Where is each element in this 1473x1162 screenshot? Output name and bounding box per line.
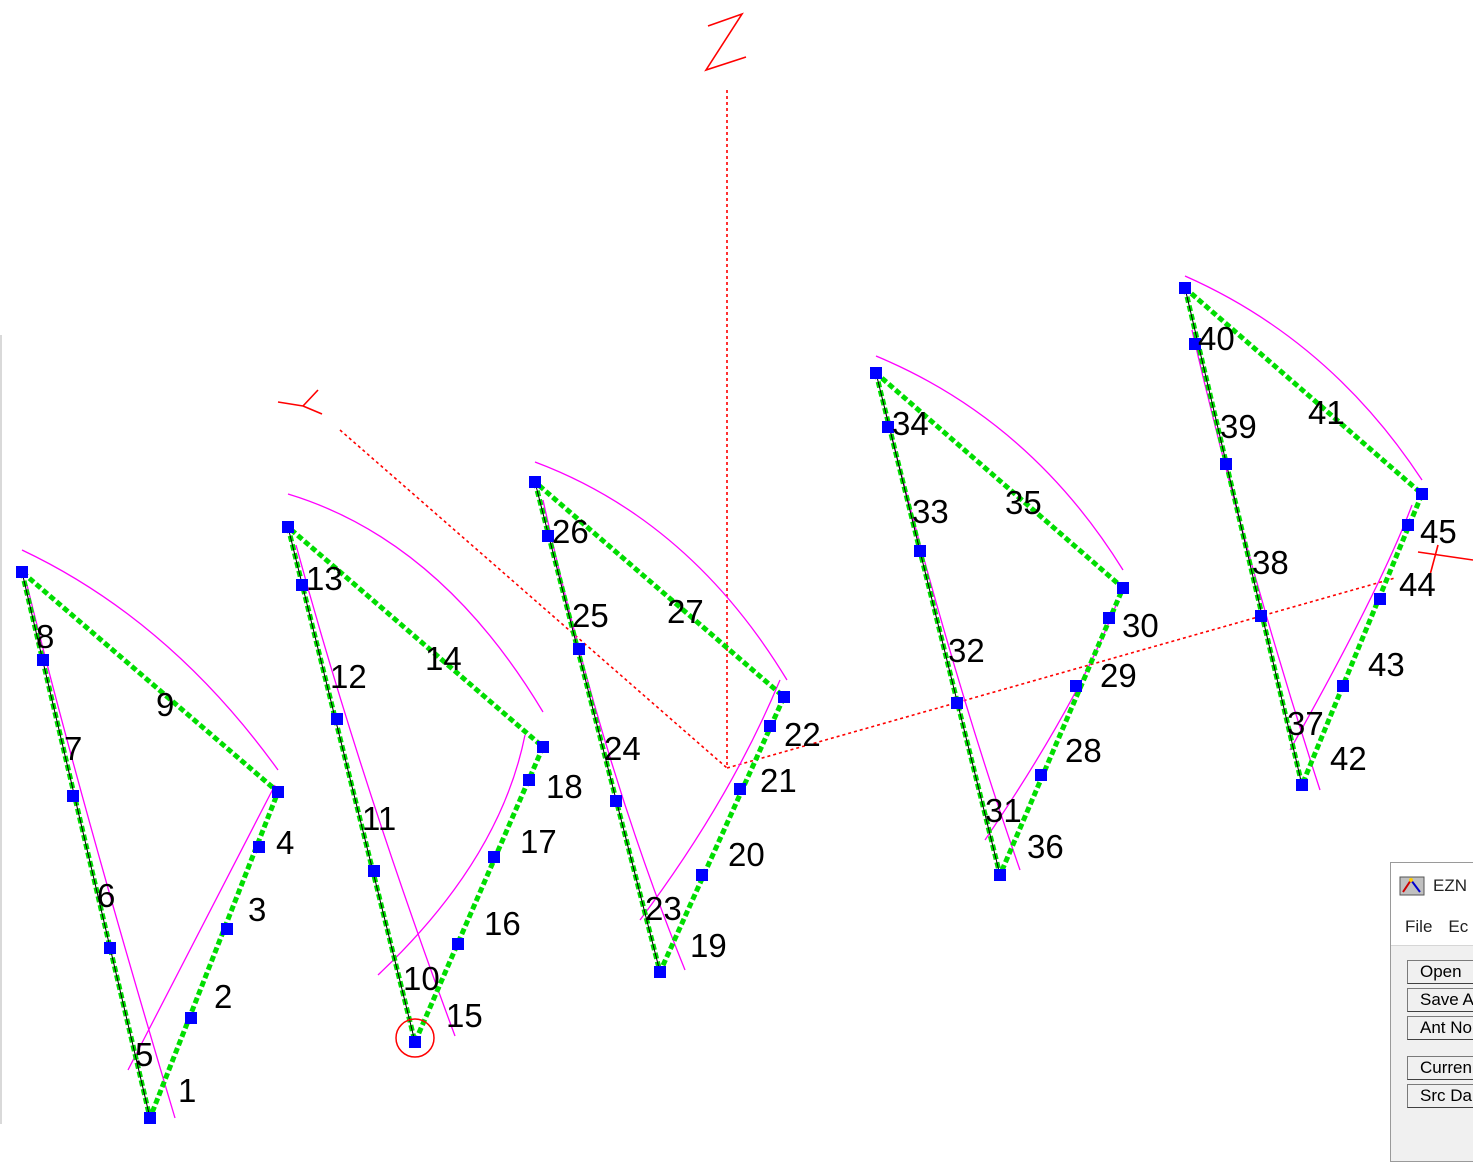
wire-label: 2 xyxy=(214,978,232,1015)
window-edge xyxy=(0,335,2,1124)
wire-label: 32 xyxy=(948,632,985,669)
wire-label: 3 xyxy=(248,891,266,928)
eznec-title: EZN xyxy=(1433,876,1467,895)
wire-label: 13 xyxy=(306,560,343,597)
wire-label: 11 xyxy=(362,800,396,837)
wire-label: 8 xyxy=(36,618,54,655)
wire-label: 9 xyxy=(156,686,174,723)
wire-label: 41 xyxy=(1308,394,1345,431)
wire-label: 36 xyxy=(1027,828,1064,865)
segment-markers xyxy=(16,282,1428,1124)
button-group-gap xyxy=(1407,1044,1473,1056)
menu-edit[interactable]: Ec xyxy=(1448,917,1469,936)
y-axis xyxy=(339,429,728,769)
wire-label: 21 xyxy=(760,762,797,799)
wire-label: 28 xyxy=(1065,732,1102,769)
wire-label: 16 xyxy=(484,905,521,942)
wire-label: 39 xyxy=(1220,408,1257,445)
wire-labels: 1 2 3 4 5 6 7 8 9 10 11 12 13 14 15 16 1… xyxy=(36,320,1457,1109)
eznec-menubar: File Ec xyxy=(1391,909,1473,946)
wire-label: 25 xyxy=(572,597,609,634)
wire-label: 30 xyxy=(1122,607,1159,644)
wire-label: 23 xyxy=(645,890,682,927)
wire-label: 26 xyxy=(552,513,589,550)
wire-label: 24 xyxy=(604,730,641,767)
wire-label: 18 xyxy=(546,768,583,805)
eznec-window[interactable]: EZN File Ec Open Save A Ant No Curren Sr… xyxy=(1390,862,1473,1162)
source-marker xyxy=(395,1018,435,1058)
wire-label: 6 xyxy=(97,877,115,914)
wire-label: 17 xyxy=(520,823,557,860)
wire-label: 27 xyxy=(667,593,704,630)
wire-label: 37 xyxy=(1287,705,1324,742)
eznec-titlebar[interactable]: EZN xyxy=(1391,863,1473,909)
wire-label: 38 xyxy=(1252,544,1289,581)
src-data-button[interactable]: Src Da xyxy=(1407,1084,1473,1108)
x-axis xyxy=(726,577,1396,769)
wire-label: 15 xyxy=(446,997,483,1034)
wire-label: 14 xyxy=(425,640,462,677)
wire-label: 35 xyxy=(1005,484,1042,521)
ant-notes-button[interactable]: Ant No xyxy=(1407,1016,1473,1040)
wire-label: 44 xyxy=(1399,566,1436,603)
wire-label: 5 xyxy=(135,1036,153,1073)
wire-label: 42 xyxy=(1330,740,1367,777)
wire-label: 34 xyxy=(892,405,929,442)
wire-label: 31 xyxy=(985,792,1022,829)
menu-file[interactable]: File xyxy=(1405,917,1433,936)
wire-label: 20 xyxy=(728,836,765,873)
wire-label: 29 xyxy=(1100,657,1137,694)
open-button[interactable]: Open xyxy=(1407,960,1473,984)
wire-label: 7 xyxy=(64,730,82,767)
wire-label: 10 xyxy=(403,960,440,997)
y-axis-label xyxy=(277,389,323,415)
wire-label: 45 xyxy=(1420,513,1457,550)
wire-label: 40 xyxy=(1198,320,1235,357)
wire-label: 43 xyxy=(1368,646,1405,683)
wire-label: 33 xyxy=(912,493,949,530)
x-axis-label xyxy=(1417,544,1473,576)
antenna-view[interactable]: 1 2 3 4 5 6 7 8 9 10 11 12 13 14 15 16 1… xyxy=(0,0,1473,1124)
currents-button[interactable]: Curren xyxy=(1407,1056,1473,1080)
save-as-button[interactable]: Save A xyxy=(1407,988,1473,1012)
wire-label: 19 xyxy=(690,927,727,964)
wire-label: 4 xyxy=(276,824,294,861)
z-axis-label xyxy=(704,12,747,72)
wire-label: 22 xyxy=(784,716,821,753)
eznec-app-icon xyxy=(1399,876,1425,896)
wire-label: 1 xyxy=(178,1072,196,1109)
axes xyxy=(277,12,1473,769)
wire-label: 12 xyxy=(330,658,367,695)
eznec-button-panel: Open Save A Ant No Curren Src Da xyxy=(1391,946,1473,1108)
